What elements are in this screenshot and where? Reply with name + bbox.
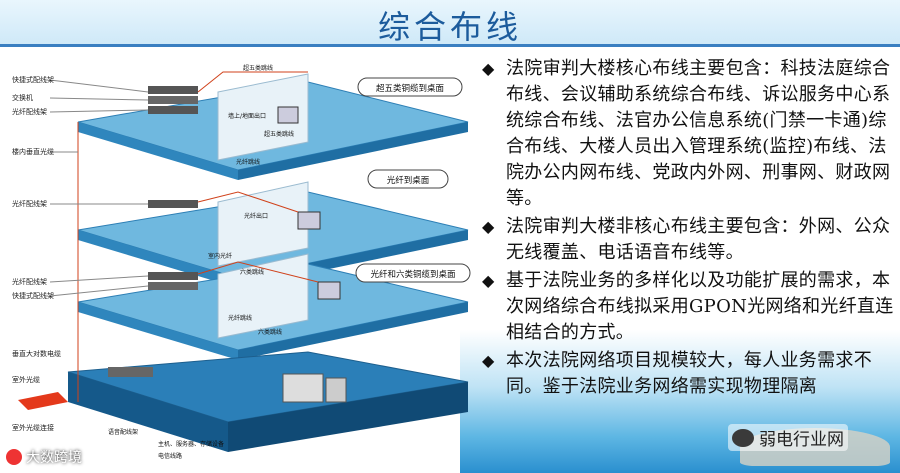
- patch-panel: [148, 200, 198, 208]
- watermark-left-text: 大数跨境: [26, 450, 82, 466]
- label-inner: 六类跳线: [258, 328, 282, 336]
- bullet-item: ◆ 本次法院网络项目规模较大，每人业务需求不同。鉴于法院业务网络需实现物理隔离: [482, 348, 896, 400]
- label-inner: 六类跳线: [240, 268, 264, 276]
- label-fiber-panel: 光纤配线架: [12, 107, 47, 116]
- label-quick-patch-panel: 快捷式配线架: [12, 75, 54, 84]
- switch-device: [148, 106, 198, 114]
- label-inner: 语音配线架: [108, 428, 138, 436]
- bullet-text: 本次法院网络项目规模较大，每人业务需求不同。鉴于法院业务网络需实现物理隔离: [506, 350, 872, 397]
- label-inner: 超五类跳线: [243, 64, 273, 72]
- watermark-right-text: 弱电行业网: [759, 430, 844, 450]
- diamond-bullet-icon: ◆: [482, 59, 495, 78]
- bullet-item: ◆ 法院审判大楼非核心布线主要包含：外网、公众无线覆盖、电话语音布线等。: [482, 214, 896, 266]
- label-quick-patch-panel: 快捷式配线架: [12, 291, 54, 300]
- bubble-fiber-cat6: 光纤和六类铜缆到桌面: [370, 269, 456, 280]
- bullet-text: 法院审判大楼核心布线主要包含：科技法庭综合布线、会议辅助系统综合布线、诉讼服务中…: [506, 58, 891, 209]
- diamond-bullet-icon: ◆: [482, 217, 495, 236]
- label-inner: 光纤跳线: [236, 158, 260, 166]
- equipment-room: [18, 351, 469, 452]
- callout-bubbles: 超五类铜缆到桌面 光纤到桌面 光纤和六类铜缆到桌面: [355, 77, 471, 283]
- label-switch: 交换机: [12, 93, 33, 102]
- left-labels: 快捷式配线架 交换机 光纤配线架 楼内垂直光缆 光纤配线架 光纤配线架 快捷式配…: [12, 75, 61, 432]
- label-inner: 电信线路: [158, 452, 182, 460]
- label-inner: 室内光纤: [208, 252, 232, 260]
- floor-1: [77, 73, 469, 180]
- page-title: 综合布线: [377, 8, 522, 46]
- bullet-text: 法院审判大楼非核心布线主要包含：外网、公众无线覆盖、电话语音布线等。: [506, 216, 891, 263]
- bullet-text: 基于法院业务的多样化以及功能扩展的需求，本次网络综合布线拟采用GPON光网络和光…: [506, 270, 894, 343]
- diamond-bullet-icon: ◆: [482, 351, 495, 370]
- switch-device: [148, 86, 198, 94]
- patch-panel: [148, 282, 198, 290]
- wechat-icon: [732, 428, 754, 447]
- bubble-cat5e: 超五类铜缆到桌面: [376, 83, 445, 94]
- inner-labels: 超五类跳线 墙上/地面出口 超五类跳线 光纤跳线 光纤出口 室内光纤 六类跳线 …: [108, 64, 294, 460]
- label-outdoor-fiber-link: 室外光缆连接: [12, 423, 54, 432]
- patch-panel: [148, 272, 198, 280]
- brand-logo-icon: [6, 449, 22, 465]
- label-inner: 超五类跳线: [264, 130, 294, 138]
- label-inner: 主机、服务器、存储设备: [158, 440, 224, 448]
- outdoor-cable-entry: [18, 392, 68, 410]
- monitor-icon: [277, 106, 299, 124]
- diamond-bullet-icon: ◆: [482, 271, 495, 290]
- server-rack: [282, 373, 324, 403]
- label-leader-lines: [49, 79, 149, 297]
- label-inner: 墙上/地面出口: [228, 112, 266, 120]
- switch-device: [148, 96, 198, 104]
- label-vertical-fiber: 楼内垂直光缆: [12, 147, 54, 156]
- label-inner: 光纤出口: [244, 212, 268, 220]
- cabling-diagram: 快捷式配线架 交换机 光纤配线架 楼内垂直光缆 光纤配线架 光纤配线架 快捷式配…: [12, 64, 471, 460]
- monitor-icon: [317, 281, 341, 300]
- label-fiber-panel: 光纤配线架: [12, 199, 47, 208]
- bullet-item: ◆ 法院审判大楼核心布线主要包含：科技法庭综合布线、会议辅助系统综合布线、诉讼服务…: [482, 56, 896, 212]
- monitor-icon: [297, 211, 321, 230]
- bubble-fiber: 光纤到桌面: [387, 175, 430, 186]
- label-vertical-cable: 垂直大对数电缆: [12, 349, 61, 358]
- bullet-list: ◆ 法院审判大楼核心布线主要包含：科技法庭综合布线、会议辅助系统综合布线、诉讼服务…: [482, 56, 896, 402]
- bullet-item: ◆ 基于法院业务的多样化以及功能扩展的需求，本次网络综合布线拟采用GPON光网络和…: [482, 268, 896, 346]
- cable-lines: [77, 71, 319, 402]
- header-divider: [0, 44, 900, 47]
- header-bar: [0, 0, 900, 44]
- rack-device: [108, 367, 153, 377]
- label-inner: 光纤跳线: [228, 314, 252, 322]
- label-fiber-panel: 光纤配线架: [12, 277, 47, 286]
- server-rack: [325, 377, 347, 403]
- watermark-right: 弱电行业网: [728, 424, 848, 451]
- floor-3: [77, 253, 469, 360]
- label-outdoor-fiber: 室外光缆: [12, 375, 40, 384]
- watermark-left: 大数跨境: [6, 447, 82, 467]
